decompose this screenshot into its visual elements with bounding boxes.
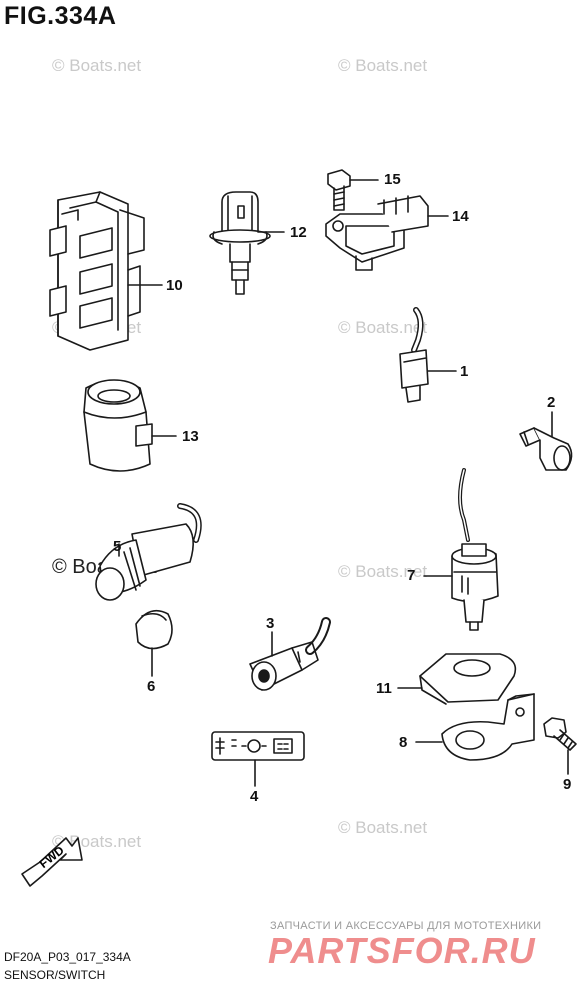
part-4-label[interactable] bbox=[211, 731, 305, 761]
watermark: © Boats.net bbox=[338, 818, 428, 837]
brand-logo: PARTSFOR.RU bbox=[268, 930, 536, 971]
part-8-bracket[interactable] bbox=[441, 693, 535, 761]
part-15-bolt[interactable] bbox=[327, 169, 351, 211]
callout-10[interactable]: 10 bbox=[166, 277, 183, 294]
part-10-bracket[interactable] bbox=[49, 191, 145, 351]
callout-11[interactable]: 11 bbox=[376, 680, 392, 697]
part-3-sensor[interactable] bbox=[249, 617, 331, 691]
watermark: © Boats.net bbox=[52, 56, 142, 75]
fwd-arrow-icon bbox=[21, 837, 83, 887]
part-12-sensor[interactable] bbox=[209, 191, 271, 295]
part-11-gasket[interactable] bbox=[419, 653, 517, 705]
callout-14[interactable]: 14 bbox=[452, 208, 469, 225]
diagram-code: DF20A_P03_017_334A bbox=[4, 950, 131, 964]
part-1-temperature-sensor[interactable] bbox=[399, 307, 429, 403]
ru-banner-text: ЗАПЧАСТИ И АКСЕССУАРЫ ДЛЯ МОТОТЕХНИКИ bbox=[270, 920, 542, 932]
callout-9[interactable]: 9 bbox=[563, 776, 572, 793]
diagram-caption: SENSOR/SWITCH bbox=[4, 968, 106, 982]
callout-1[interactable]: 1 bbox=[460, 363, 469, 380]
part-14-pressure-sensor[interactable] bbox=[325, 195, 429, 271]
callout-6[interactable]: 6 bbox=[147, 678, 156, 695]
watermark: © Boats.net bbox=[338, 562, 428, 581]
part-7-pressure-switch[interactable] bbox=[451, 468, 499, 631]
callout-3[interactable]: 3 bbox=[266, 615, 275, 632]
callout-13[interactable]: 13 bbox=[182, 428, 199, 445]
figure-title: FIG.334A bbox=[4, 2, 117, 30]
part-13-rubber-boot[interactable] bbox=[83, 379, 153, 472]
callout-8[interactable]: 8 bbox=[399, 734, 408, 751]
part-5-sensor[interactable] bbox=[95, 503, 202, 601]
callout-15[interactable]: 15 bbox=[384, 171, 401, 188]
callout-4[interactable]: 4 bbox=[250, 788, 259, 805]
callout-7[interactable]: 7 bbox=[407, 567, 416, 584]
watermark: © Boats.net bbox=[338, 318, 428, 337]
watermark: © Boats.net bbox=[338, 56, 428, 75]
part-2-switch[interactable] bbox=[519, 427, 573, 471]
callout-5[interactable]: 5 bbox=[113, 538, 122, 555]
part-9-bolt[interactable] bbox=[543, 717, 577, 751]
callout-2[interactable]: 2 bbox=[547, 394, 556, 411]
callout-12[interactable]: 12 bbox=[290, 224, 307, 241]
part-6-cap[interactable] bbox=[135, 609, 173, 650]
